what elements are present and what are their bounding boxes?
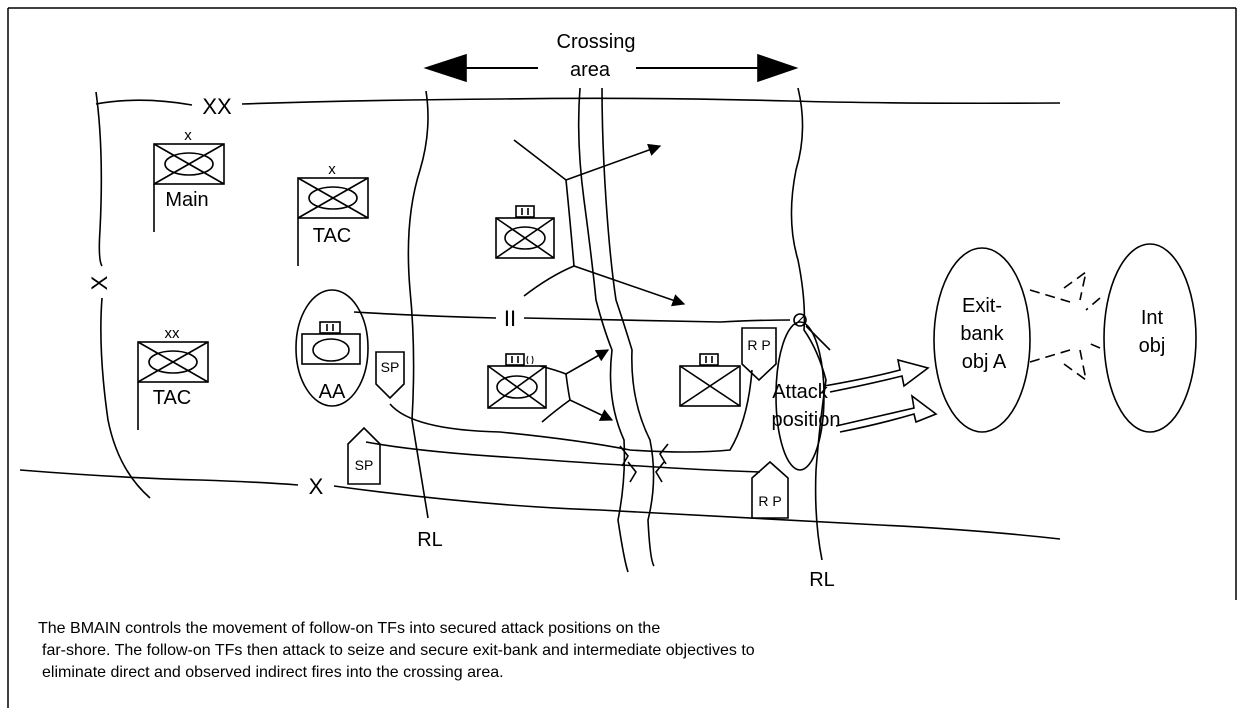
assembly-area-label: AA: [319, 381, 346, 403]
attack-arrow-lower: [835, 394, 938, 433]
diagram-caption: The BMAIN controls the movement of follo…: [38, 618, 1138, 684]
exit-bank-objective: [933, 247, 1031, 433]
crossing-route-lower-bottom: [541, 399, 614, 423]
release-line-right: [790, 87, 827, 561]
attack-arrow-upper: [823, 358, 930, 393]
release-point-lower-marker: [751, 460, 789, 519]
start-point-upper-label: SP: [381, 359, 400, 375]
crossing-area-arrow-right: [636, 53, 799, 83]
division-tac-label: TAC: [153, 387, 192, 409]
river-crossing-diagram: Crossing area XX X X II RL RL x Main x T…: [19, 31, 1197, 591]
brigade-tac-symbol: [297, 177, 369, 266]
crossing-route-upper-bottom: [523, 265, 686, 307]
crossing-route-upper-top: [513, 139, 662, 181]
brigade-boundary-bottom-left: [19, 469, 299, 486]
brigade-tac-echelon: x: [328, 161, 336, 178]
caption-line-2: far-shore. The follow-on TFs then attack…: [42, 642, 755, 659]
crossing-site-left-bracket: [619, 445, 637, 483]
release-point-lower-label: R P: [758, 493, 781, 509]
battalion-boundary-right: [523, 317, 791, 323]
assembly-area: [295, 289, 369, 407]
division-tac-echelon: xx: [165, 325, 181, 342]
left-boundary-label: X: [87, 275, 112, 290]
start-point-lower-marker: [347, 426, 381, 485]
river-bank-left: [577, 87, 629, 573]
attack-position-link: [805, 325, 831, 351]
task-force-lower-symbol: [487, 353, 547, 409]
caption-line-1: The BMAIN controls the movement of follo…: [38, 620, 661, 637]
caption-line-3: eliminate direct and observed indirect f…: [42, 664, 504, 681]
intermediate-objective-label-1: Int: [1141, 307, 1164, 329]
division-tac-symbol: [137, 341, 209, 430]
brigade-main-echelon: x: [184, 127, 192, 144]
release-point-upper-marker: [741, 327, 777, 382]
route-upper: [389, 369, 753, 453]
crossing-area-label-2: area: [570, 59, 611, 81]
release-point-upper-label: R P: [747, 337, 770, 353]
division-boundary-top-right: [241, 97, 1061, 105]
division-boundary-top: [95, 99, 193, 106]
start-point-upper-marker: [375, 351, 405, 400]
exit-bank-label-3: obj A: [962, 351, 1007, 373]
battalion-boundary-label: II: [504, 306, 516, 331]
release-line-left-label: RL: [417, 529, 443, 551]
brigade-main-label: Main: [165, 189, 208, 211]
attack-position: [775, 321, 825, 471]
brigade-main-symbol: [153, 143, 225, 232]
division-boundary-left: [95, 91, 151, 499]
task-force-upper-symbol: [495, 205, 555, 259]
dashed-arrow-upper: [1029, 270, 1101, 311]
river-bank-right: [601, 87, 655, 567]
route-lower: [365, 441, 761, 473]
release-line-left: [407, 90, 429, 519]
brigade-boundary-bottom-right: [333, 485, 1061, 540]
crossing-route-lower-stem: [565, 373, 571, 401]
release-line-right-label: RL: [809, 569, 835, 591]
dashed-arrow-lower: [1029, 341, 1101, 382]
battalion-boundary-left: [353, 311, 497, 319]
task-force-far-shore-symbol: [679, 353, 741, 407]
brigade-tac-label: TAC: [313, 225, 352, 247]
intermediate-objective: [1103, 243, 1197, 433]
crossing-route-lower-top: [539, 349, 610, 375]
crossing-area-label-1: Crossing: [557, 31, 636, 53]
intermediate-objective-label-2: obj: [1139, 335, 1166, 357]
bottom-boundary-label: X: [309, 474, 324, 499]
exit-bank-label-1: Exit-: [962, 295, 1002, 317]
crossing-route-upper-stem: [565, 179, 575, 267]
start-point-lower-label: SP: [355, 457, 374, 473]
crossing-area-arrow-left: [423, 53, 538, 83]
attack-position-label-2: position: [772, 409, 841, 431]
contact-point: [793, 313, 807, 327]
crossing-site-right-bracket: [655, 443, 669, 483]
exit-bank-label-2: bank: [960, 323, 1004, 345]
attack-position-label-1: Attack: [772, 381, 829, 403]
division-boundary-label: XX: [202, 94, 232, 119]
